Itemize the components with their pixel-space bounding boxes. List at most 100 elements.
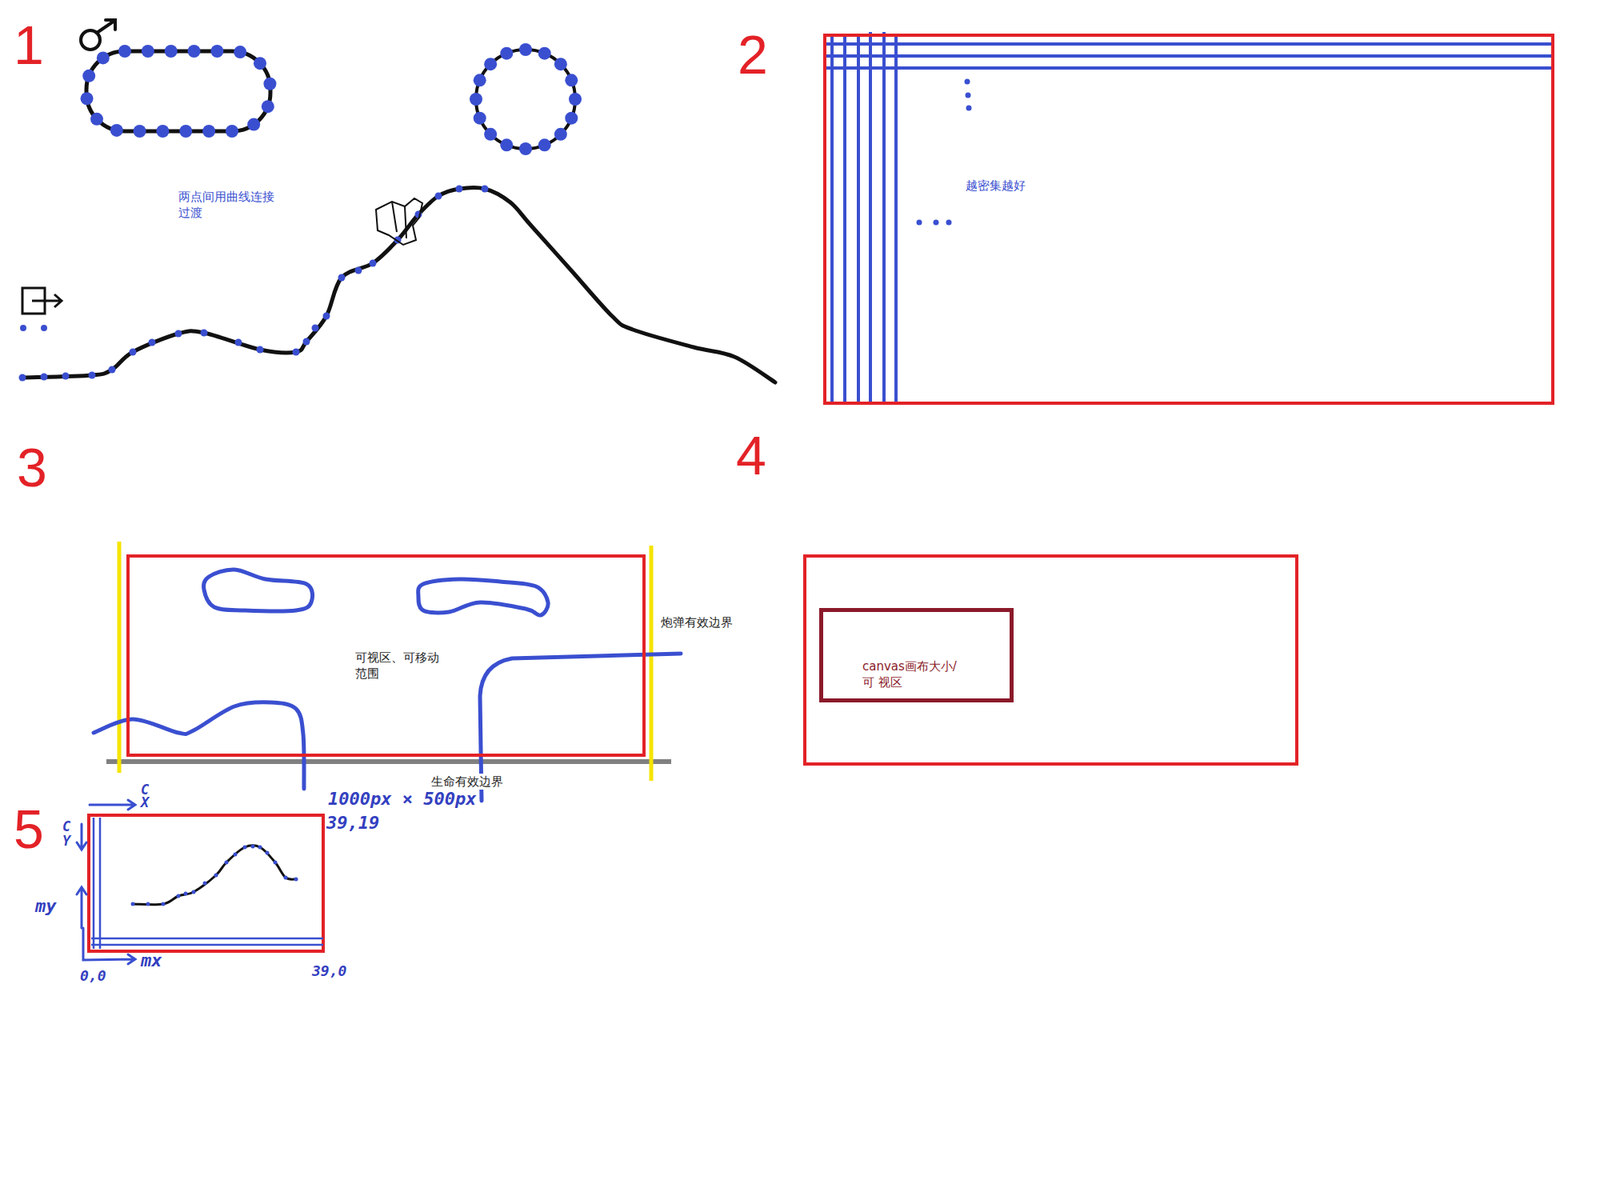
dot bbox=[538, 47, 552, 60]
section-number: 3 bbox=[16, 440, 48, 495]
grid-region: 越密集越好 bbox=[823, 33, 1555, 405]
section-2-grid bbox=[824, 32, 1555, 405]
dot bbox=[96, 51, 110, 64]
obstacle-blob bbox=[418, 579, 548, 616]
dot bbox=[202, 124, 216, 138]
ellipsis-dots bbox=[916, 79, 972, 226]
dot bbox=[82, 69, 96, 83]
dot bbox=[110, 124, 124, 137]
dot bbox=[156, 124, 169, 138]
dot bbox=[554, 128, 568, 141]
dot bbox=[40, 324, 48, 332]
dot bbox=[369, 260, 377, 268]
player-icon bbox=[80, 20, 116, 50]
world-outline bbox=[804, 556, 1297, 764]
dot bbox=[225, 124, 239, 138]
dot bbox=[129, 348, 137, 356]
dot bbox=[20, 324, 27, 332]
axis-arrows bbox=[76, 800, 136, 964]
dot bbox=[146, 902, 151, 907]
dot bbox=[273, 860, 278, 865]
coordinate: 0,0 bbox=[80, 966, 107, 986]
coordinate: 39,0 bbox=[312, 961, 347, 981]
terrain-curve bbox=[22, 187, 776, 383]
dot bbox=[164, 44, 178, 58]
dot bbox=[233, 45, 247, 59]
obstacle-blob bbox=[204, 569, 313, 612]
terrain-dots bbox=[19, 185, 489, 382]
coordinate: 39,19 bbox=[326, 811, 380, 836]
dot bbox=[554, 57, 568, 71]
dot bbox=[312, 324, 320, 332]
dot bbox=[263, 77, 276, 91]
dot bbox=[214, 873, 219, 878]
dot bbox=[568, 92, 582, 106]
dot bbox=[161, 902, 166, 907]
dot bbox=[355, 267, 363, 275]
dot bbox=[564, 73, 578, 87]
dot bbox=[258, 845, 263, 850]
axis-label: my bbox=[35, 894, 57, 919]
dot bbox=[251, 844, 256, 849]
exit-icon bbox=[22, 288, 62, 314]
dot bbox=[247, 118, 260, 132]
section-number: 5 bbox=[13, 801, 44, 856]
dot bbox=[473, 73, 487, 87]
dot bbox=[141, 44, 155, 58]
dot bbox=[469, 92, 483, 106]
dot bbox=[175, 330, 183, 338]
dot bbox=[176, 894, 181, 899]
axis-label: Y bbox=[62, 832, 71, 851]
ring-dots bbox=[469, 43, 582, 156]
dot bbox=[253, 56, 267, 70]
node-text: canvas画布大小/可 视区 bbox=[862, 658, 965, 692]
dot bbox=[133, 124, 147, 138]
axis-label: mx bbox=[140, 948, 163, 973]
dot bbox=[148, 339, 156, 347]
dot bbox=[481, 185, 489, 193]
dot bbox=[200, 329, 208, 337]
cannon-icon bbox=[376, 198, 423, 245]
dot bbox=[261, 100, 275, 113]
node-text: 越密集越好 bbox=[965, 177, 1026, 194]
dot bbox=[303, 338, 311, 346]
terrain-line bbox=[480, 653, 681, 801]
dot bbox=[484, 128, 497, 141]
dot bbox=[243, 845, 248, 850]
mini-terrain bbox=[132, 845, 296, 905]
dot bbox=[40, 373, 48, 381]
dot bbox=[323, 312, 331, 320]
node-text: 可视区、可移动 范围 bbox=[355, 649, 445, 683]
dot bbox=[473, 112, 487, 125]
dot bbox=[484, 57, 497, 71]
dot bbox=[188, 44, 201, 58]
mini-dots bbox=[131, 844, 299, 907]
dot bbox=[338, 274, 346, 282]
dot bbox=[108, 366, 116, 374]
dot bbox=[456, 185, 464, 193]
section-1-art bbox=[19, 20, 776, 383]
oval-outline bbox=[86, 51, 271, 132]
viewport-region: 可视区、可移动 范围 bbox=[126, 554, 646, 757]
oval-dots bbox=[80, 44, 277, 138]
dot bbox=[500, 47, 513, 60]
dot bbox=[19, 374, 27, 382]
dot bbox=[519, 43, 532, 56]
dot bbox=[131, 902, 136, 907]
ring-outline bbox=[476, 49, 576, 149]
section-5-art bbox=[76, 800, 324, 964]
dot bbox=[256, 346, 264, 354]
section-number: 2 bbox=[737, 27, 768, 82]
section-3-art bbox=[93, 541, 681, 801]
dot bbox=[294, 877, 299, 882]
dot bbox=[519, 142, 532, 156]
dot bbox=[179, 124, 192, 138]
dot bbox=[235, 339, 243, 347]
dot bbox=[118, 44, 132, 58]
dot bbox=[192, 890, 196, 895]
axis-label: X bbox=[140, 793, 149, 812]
dot bbox=[435, 192, 443, 200]
dot bbox=[564, 112, 578, 125]
section-number: 4 bbox=[736, 428, 767, 483]
